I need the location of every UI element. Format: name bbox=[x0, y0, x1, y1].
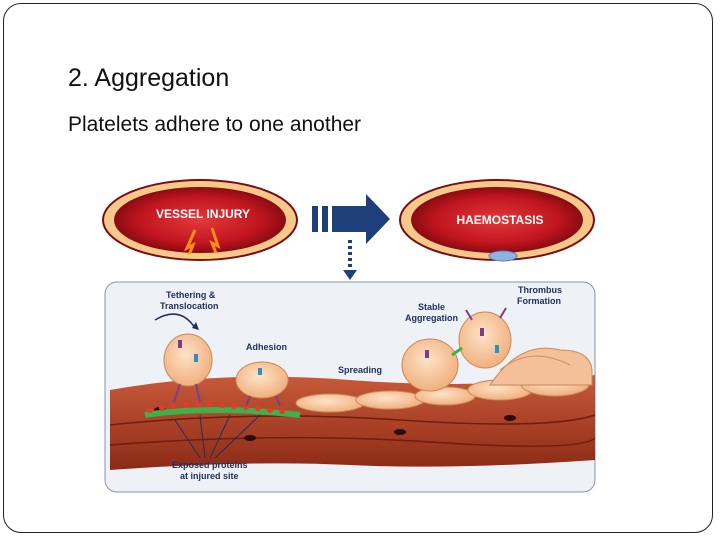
exposed-collagen bbox=[144, 407, 301, 418]
exposed-protein-pointers bbox=[174, 414, 261, 459]
tethering-platelet bbox=[163, 333, 213, 403]
thrombus-label-2: Formation bbox=[517, 296, 561, 306]
adhesion-platelet bbox=[235, 361, 289, 407]
tethering-label-2: Translocation bbox=[160, 301, 219, 311]
transition-arrow bbox=[312, 194, 390, 244]
stable-aggregation-platelets bbox=[401, 307, 512, 392]
tethering-label-1: Tethering & bbox=[166, 290, 216, 300]
stable-aggregation-label-2: Aggregation bbox=[405, 313, 458, 323]
slide-title: 2. Aggregation bbox=[68, 64, 230, 92]
slide-body-text: Platelets adhere to one another bbox=[68, 113, 362, 136]
adhesion-label: Adhesion bbox=[246, 342, 287, 352]
exposed-proteins-label-1: Exposed proteins bbox=[172, 460, 248, 470]
vessel-injury-label: VESSEL INJURY bbox=[156, 207, 250, 221]
platelet-aggregation-figure: VESSEL INJURY HAEMOSTASIS bbox=[100, 170, 600, 500]
haemostasis-oval: HAEMOSTASIS bbox=[399, 179, 595, 262]
vessel-injury-oval: VESSEL INJURY bbox=[102, 179, 298, 261]
thrombus-label-1: Thrombus bbox=[518, 285, 562, 295]
stable-aggregation-label-1: Stable bbox=[418, 302, 445, 312]
aggregation-diagram: VESSEL INJURY HAEMOSTASIS bbox=[102, 179, 596, 493]
spreading-label: Spreading bbox=[338, 365, 382, 375]
dotted-down-arrow bbox=[343, 240, 357, 280]
aggregation-detail-panel: Tethering & Translocation Adhesion Stabl… bbox=[104, 281, 596, 493]
haemostasis-label: HAEMOSTASIS bbox=[456, 213, 543, 227]
exposed-proteins-label-2: at injured site bbox=[180, 471, 239, 481]
